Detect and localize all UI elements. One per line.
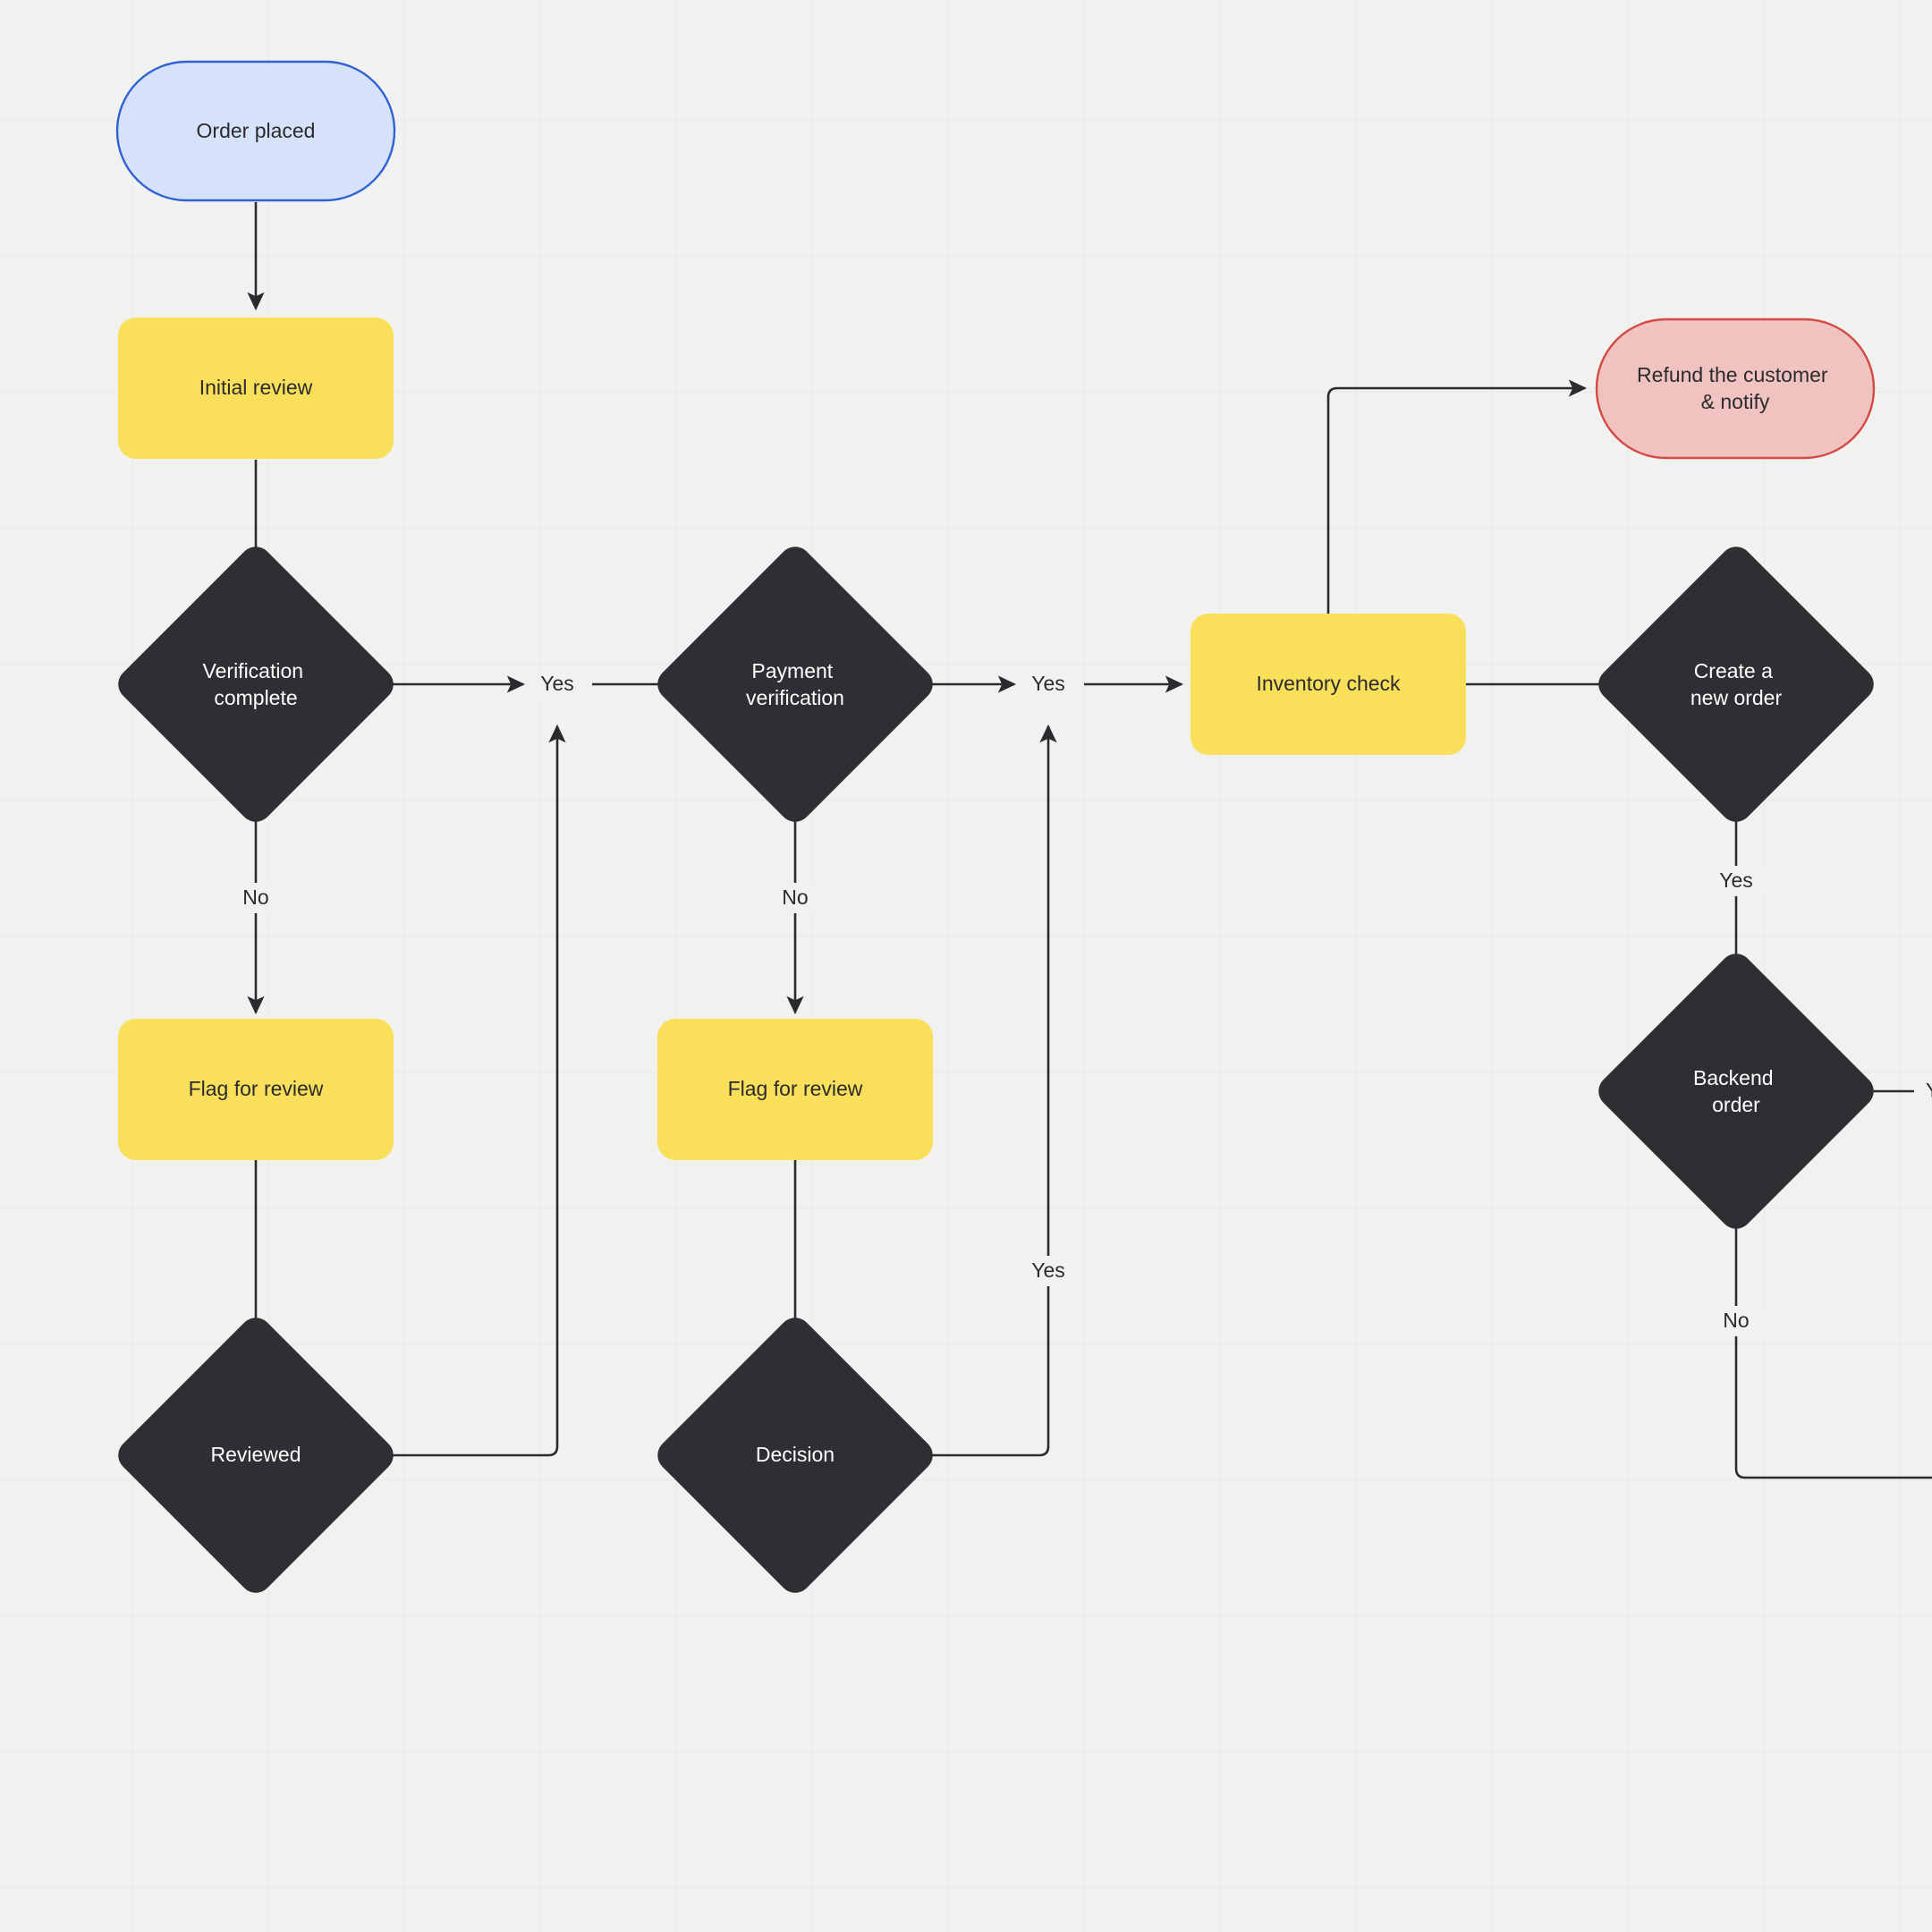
flag-for-review-2-label: Flag for review [728,1077,863,1100]
refund-notify-label: Refund the customer & notify [1637,363,1834,413]
node-order-placed[interactable]: Order placed [115,60,396,202]
edge-label-yes-1: Yes [526,669,589,699]
node-verification-complete[interactable]: Verification complete [112,540,400,828]
edge-label-no-1-text: No [242,886,268,909]
node-decision[interactable]: Decision [651,1311,939,1599]
payment-verification-shape[interactable] [651,540,939,828]
edge-label-no-1: No [227,883,284,913]
create-new-order-label: Create a new order [1690,659,1783,709]
edge-label-yes-3: Yes [1017,1256,1080,1286]
verification-complete-shape[interactable] [112,540,400,828]
backend-order-label: Backend order [1693,1066,1779,1116]
flag-for-review-1-shape[interactable] [118,1019,394,1160]
edge-label-no-2-text: No [782,886,808,909]
reviewed-label: Reviewed [211,1443,301,1466]
backend-order-shape[interactable] [1592,947,1880,1235]
edge-label-no-3-text: No [1723,1309,1749,1332]
order-placed-shape[interactable] [115,60,396,202]
edge-decision-yes-to-junction [898,724,1057,1457]
decision-shape[interactable] [651,1311,939,1599]
node-create-a-new-order[interactable]: Create a new order [1592,540,1880,828]
refund-notify-shape[interactable] [1595,318,1876,460]
edge-label-yes-4-text: Yes [1719,869,1753,892]
edge-label-yes-3-text: Yes [1031,1258,1065,1282]
flag-for-review-2-shape[interactable] [657,1019,933,1160]
edge-label-yes-2: Yes [1017,669,1080,699]
edge-label-no-3: No [1707,1306,1765,1336]
flag-for-review-1-label: Flag for review [189,1077,324,1100]
edge-label-no-2: No [767,883,824,913]
edge-label-yes-4: Yes [1705,866,1767,896]
edge-label-yes-2-text: Yes [1031,672,1065,695]
order-placed-label: Order placed [197,119,316,142]
node-flag-for-review-2[interactable]: Flag for review [657,1019,933,1160]
node-reviewed[interactable]: Reviewed [112,1311,400,1599]
edge-label-yes-1-text: Yes [540,672,574,695]
reviewed-shape[interactable] [112,1311,400,1599]
edge-backend-order-no-down [1734,1195,1932,1479]
inventory-check-shape[interactable] [1191,614,1466,755]
node-payment-verification[interactable]: Payment verification [651,540,939,828]
edge-label-yes-5-text: Y [1926,1079,1932,1102]
node-backend-order[interactable]: Backend order [1592,947,1880,1235]
edge-reviewed-to-yes-junction [359,724,566,1457]
initial-review-shape[interactable] [118,318,394,459]
decision-label: Decision [756,1443,835,1466]
verification-complete-label: Verification complete [203,659,309,709]
edge-label-yes-5-truncated: Y [1916,1076,1932,1106]
edge-inventory-check-to-refund [1326,379,1588,614]
node-initial-review[interactable]: Initial review [118,318,394,459]
payment-verification-label: Payment verification [746,659,844,709]
inventory-check-label: Inventory check [1256,672,1401,695]
node-flag-for-review-1[interactable]: Flag for review [118,1019,394,1160]
node-refund-the-customer-and-notify[interactable]: Refund the customer & notify [1595,318,1876,460]
node-inventory-check[interactable]: Inventory check [1191,614,1466,755]
create-new-order-shape[interactable] [1592,540,1880,828]
initial-review-label: Initial review [199,376,313,399]
